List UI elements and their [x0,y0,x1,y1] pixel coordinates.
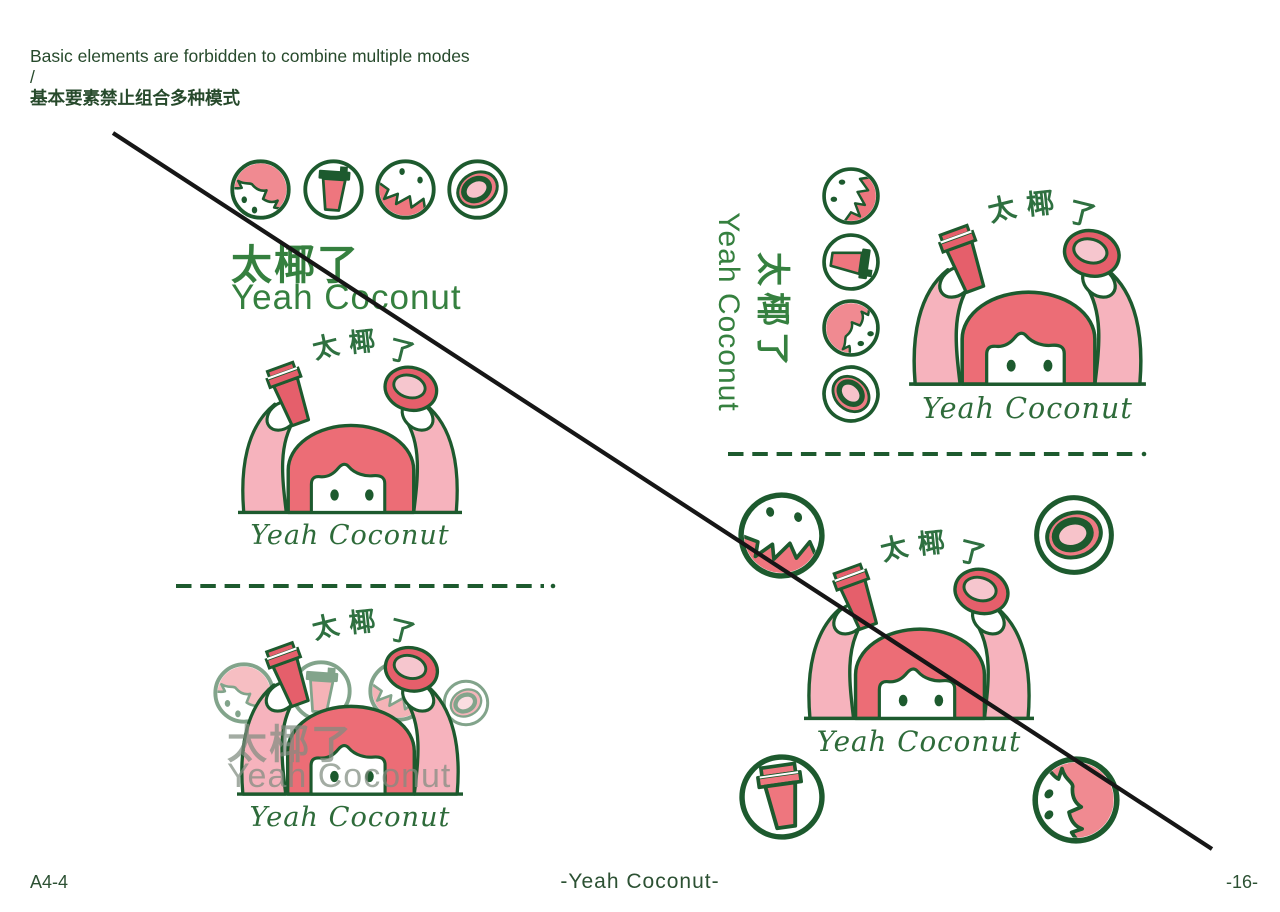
faded-wordmark-en: Yeah Coconut [227,757,452,795]
dashed-divider-right [728,451,1147,457]
title-separator: / [30,67,35,87]
page-title-zh: 基本要素禁止组合多种模式 [30,88,240,108]
page-title-en: Basic elements are forbidden to combine … [30,46,470,66]
footer-brand-label: -Yeah Coconut- [560,870,720,893]
footer-doc-code: A4-4 [30,872,69,892]
faded-wordmark-zh: 太椰了 [227,723,353,767]
dashed-divider-left [176,583,556,589]
footer-page-number: -16- [1225,872,1258,892]
